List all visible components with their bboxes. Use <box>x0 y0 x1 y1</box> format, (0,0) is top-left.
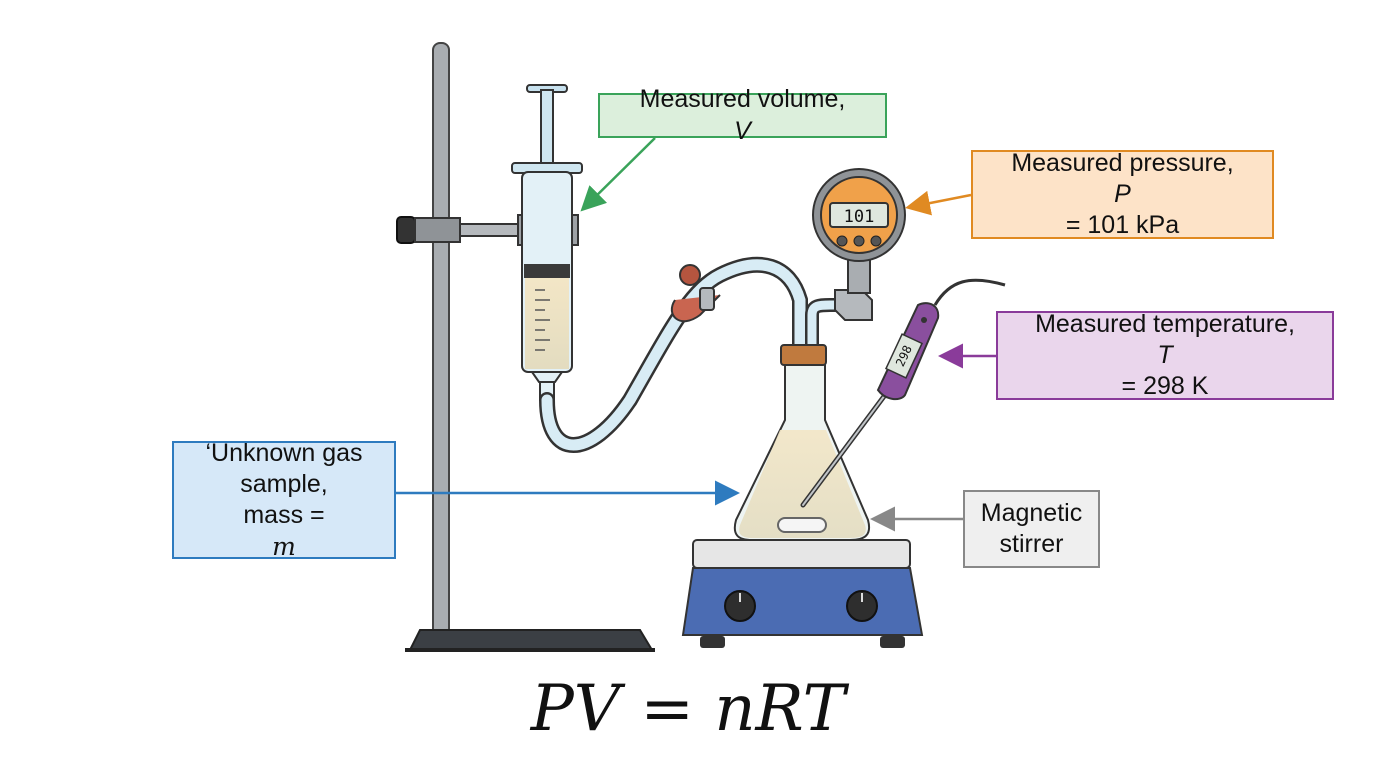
pressure-value: = 101 kPa <box>1065 211 1180 240</box>
tubing <box>539 256 808 453</box>
conical-flask <box>733 344 870 541</box>
stir-bar <box>777 517 827 533</box>
thermometer: 298 <box>800 278 1006 508</box>
measured-pressure-label: Measured pressure, P = 101 kPa <box>971 148 1274 240</box>
syringe <box>511 84 583 401</box>
gas-label-line3: mass = <box>243 501 325 529</box>
ideal-gas-equation: PV = nRT <box>530 672 846 746</box>
pressure-gauge: 101 <box>812 168 906 321</box>
volume-arrow <box>580 137 656 212</box>
mass-symbol: m <box>272 532 296 562</box>
temperature-symbol: T <box>1157 340 1173 369</box>
unknown-gas-label: ‘Unknown gas sample, mass = m <box>172 438 396 562</box>
stirrer-knob-right[interactable] <box>846 590 878 622</box>
temperature-label-title: Measured temperature, <box>1035 309 1295 338</box>
volume-symbol: V <box>734 116 751 145</box>
pressure-arrow <box>905 190 972 216</box>
volume-label-text: Measured volume, <box>639 85 846 114</box>
stirrer-knob-left[interactable] <box>724 590 756 622</box>
stirrer-label-line1: Magnetic <box>980 498 1083 527</box>
pressure-symbol: P <box>1114 179 1131 208</box>
magnetic-stirrer <box>681 539 924 648</box>
pinch-clip <box>670 264 721 323</box>
stirrer-label-line2: stirrer <box>999 530 1064 558</box>
measured-temperature-label: Measured temperature, T = 298 K <box>996 309 1334 401</box>
gauge-display: 101 <box>844 207 875 227</box>
magnetic-stirrer-label: Magnetic stirrer <box>963 490 1100 568</box>
gas-label-line1: ‘Unknown gas <box>205 438 363 467</box>
pressure-label-title: Measured pressure, <box>1011 148 1234 177</box>
gas-label-line2: sample, <box>240 469 328 498</box>
temperature-value: = 298 K <box>1121 372 1209 401</box>
measured-volume-label: Measured volume, V <box>598 85 887 145</box>
